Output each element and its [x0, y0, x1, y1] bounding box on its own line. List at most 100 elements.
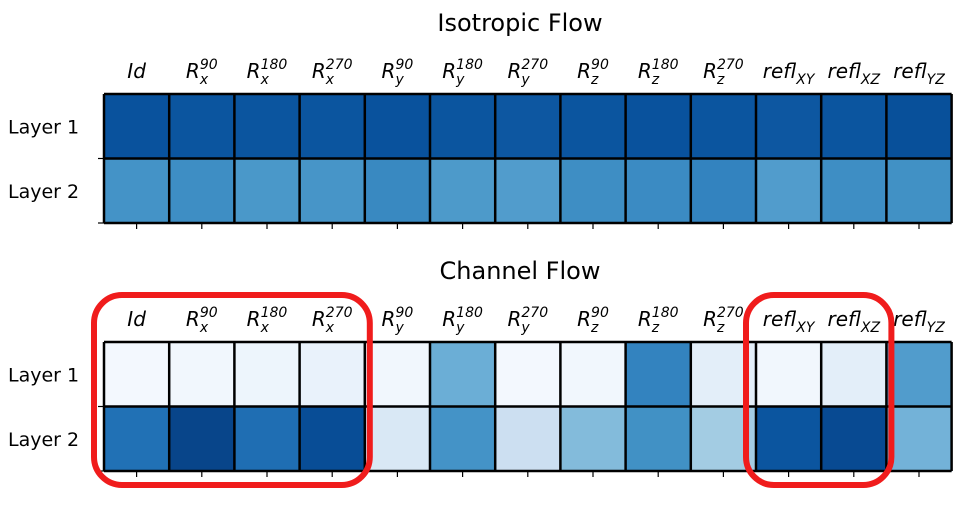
heatmap-cell — [430, 406, 496, 472]
heatmap-cell — [364, 342, 431, 407]
row-label: Layer 2 — [8, 181, 79, 203]
column-label-subscript: z — [716, 72, 725, 88]
column-label-subscript: y — [394, 72, 404, 88]
heatmap-cell — [560, 158, 627, 224]
heatmap-cell — [104, 406, 170, 472]
column-label: R90 — [382, 305, 414, 331]
column-label-subscript: z — [651, 72, 660, 88]
heatmap-cell — [299, 406, 366, 472]
column-label: R180 — [638, 305, 679, 331]
column-label-subscript: YZ — [927, 72, 946, 88]
heatmap-cell — [625, 342, 692, 407]
heatmap-cell — [886, 94, 953, 159]
column-label: R180 — [638, 57, 679, 83]
heatmap-cell — [821, 158, 887, 224]
column-label-subscript: XZ — [860, 320, 881, 336]
heatmap-cell — [104, 94, 170, 159]
heatmap-cell — [495, 94, 561, 159]
heatmap-cell — [364, 406, 431, 472]
column-label-subscript: XY — [795, 320, 816, 336]
column-label: R180 — [247, 305, 288, 331]
channel-grid — [98, 340, 953, 477]
channel-flow-title: Channel Flow — [440, 257, 601, 285]
heatmap-cell — [886, 406, 953, 472]
isotropic-grid — [98, 92, 953, 229]
heatmap-cell — [821, 406, 887, 472]
column-label-subscript: y — [520, 72, 530, 88]
column-label: R90 — [577, 57, 609, 83]
heatmap-cell — [234, 158, 301, 224]
column-label-subscript: x — [199, 320, 209, 336]
heatmap-cell — [495, 342, 561, 407]
channel-highlight-boxes — [91, 292, 895, 488]
column-label: R180 — [442, 305, 483, 331]
heatmap-cell — [169, 94, 235, 159]
heatmap-cell — [495, 406, 561, 472]
isotropic-flow-panel: Isotropic Flow Id R90 R180 R270 R90 R180 R270 R… — [8, 9, 953, 229]
column-label: refl — [827, 307, 861, 331]
column-label: refl — [893, 307, 927, 331]
heatmap-cell — [234, 94, 301, 159]
column-label: R270 — [703, 57, 744, 83]
column-label-subscript: z — [651, 320, 660, 336]
heatmap-cell — [234, 342, 301, 407]
column-label: R270 — [312, 305, 353, 331]
column-label-subscript: y — [520, 320, 530, 336]
row-label: Layer 2 — [8, 429, 79, 451]
heatmap-cell — [234, 406, 301, 472]
heatmap-cell — [756, 94, 822, 159]
isotropic-heatmap-cells — [104, 94, 953, 224]
heatmap-cell — [886, 342, 953, 407]
column-label: refl — [763, 59, 797, 83]
channel-row-labels: Layer 1 Layer 2 — [8, 364, 79, 451]
heatmap-cell — [756, 158, 822, 224]
heatmap-cell — [169, 158, 235, 224]
heatmap-cell — [299, 158, 366, 224]
column-label-subscript: YZ — [927, 320, 946, 336]
column-label: refl — [763, 307, 797, 331]
column-label-subscript: x — [199, 72, 209, 88]
column-label: refl — [893, 59, 927, 83]
heatmap-cell — [690, 158, 757, 224]
column-label: Id — [127, 307, 146, 331]
column-label: R180 — [247, 57, 288, 83]
column-label: refl — [827, 59, 861, 83]
row-label: Layer 1 — [8, 364, 79, 386]
heatmap-cell — [299, 94, 366, 159]
column-label-subscript: x — [260, 320, 270, 336]
column-label-subscript: y — [394, 320, 404, 336]
column-label: R90 — [382, 57, 414, 83]
heatmap-cell — [299, 342, 366, 407]
column-label: R270 — [507, 305, 548, 331]
heatmap-cell — [625, 94, 692, 159]
column-label: R270 — [312, 57, 353, 83]
column-label-subscript: x — [260, 72, 270, 88]
column-label: R270 — [507, 57, 548, 83]
heatmap-cell — [625, 406, 692, 472]
heatmap-cell — [364, 158, 431, 224]
column-label-subscript: x — [325, 72, 335, 88]
heatmap-cell — [430, 94, 496, 159]
heatmap-cell — [625, 158, 692, 224]
column-label: R180 — [442, 57, 483, 83]
heatmap-cell — [690, 94, 757, 159]
heatmap-cell — [104, 342, 170, 407]
channel-heatmap-cells — [104, 342, 953, 472]
heatmap-cell — [104, 158, 170, 224]
highlight-box — [743, 292, 895, 488]
isotropic-flow-title: Isotropic Flow — [437, 9, 602, 37]
highlight-box — [91, 292, 373, 488]
isotropic-row-labels: Layer 1 Layer 2 — [8, 116, 79, 203]
column-label-subscript: y — [455, 72, 465, 88]
heatmap-cell — [821, 342, 887, 407]
column-label-subscript: z — [716, 320, 725, 336]
row-label: Layer 1 — [8, 116, 79, 138]
column-label: R90 — [186, 305, 218, 331]
heatmap-cell — [756, 406, 822, 472]
column-label: Id — [127, 59, 146, 83]
column-label: R90 — [577, 305, 609, 331]
channel-flow-panel: Channel Flow Id R90 R180 R270 R90 R180 R270 R90… — [8, 257, 953, 488]
heatmap-cell — [364, 94, 431, 159]
